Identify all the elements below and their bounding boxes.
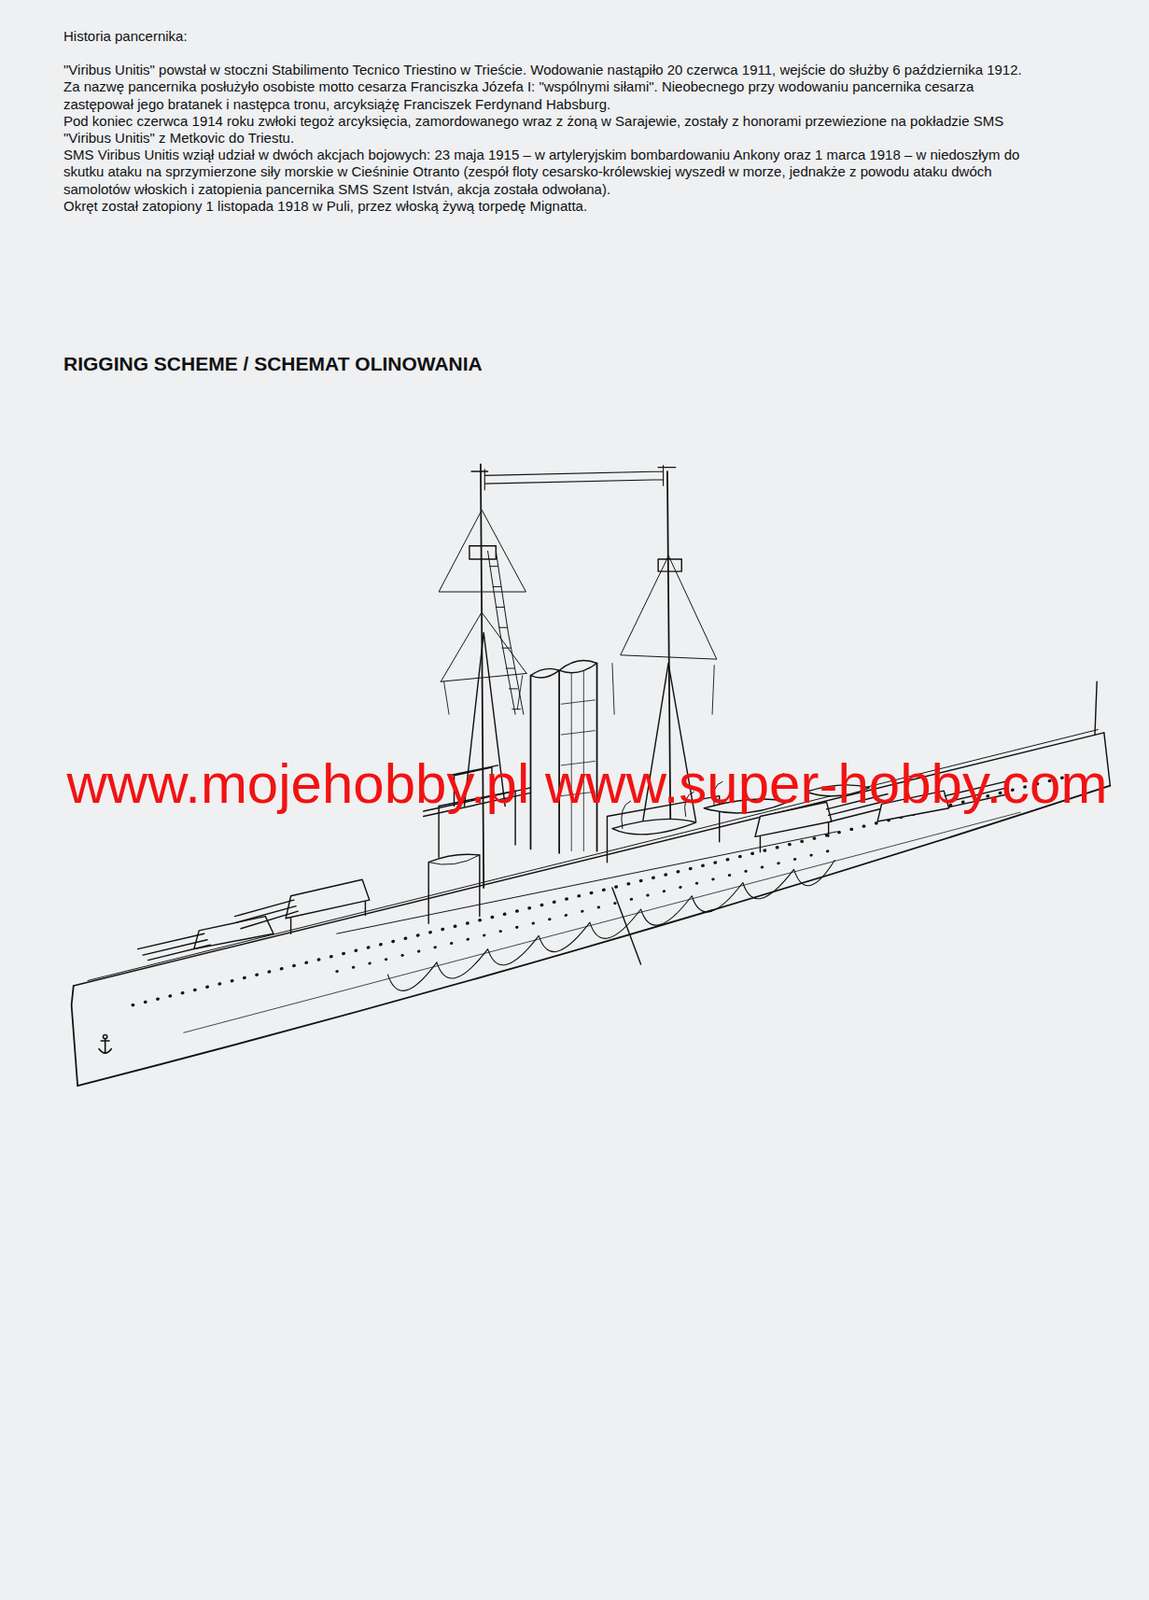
- signal-halyards: [444, 675, 523, 715]
- belt-line: [183, 812, 1021, 1033]
- anchor-symbol: [98, 1038, 112, 1053]
- history-paragraph: Okręt został zatopiony 1 listopada 1918 …: [63, 197, 1039, 215]
- flagstaff: [1094, 681, 1097, 735]
- waterline: [77, 785, 1110, 1086]
- signal-halyards: [612, 663, 715, 715]
- masthead-yard: [471, 467, 676, 472]
- spreader-stays: [438, 510, 526, 592]
- masthead-platform: [469, 546, 496, 560]
- portholes: [336, 848, 838, 971]
- diagram-title: RIGGING SCHEME / SCHEMAT OLINOWANIA: [63, 352, 483, 376]
- boat: [612, 818, 697, 835]
- torpedo-nets: [387, 859, 835, 991]
- gun-barrels: [234, 899, 298, 929]
- spreader-stays: [620, 556, 717, 659]
- history-paragraph: "Viribus Unitis" powstał w stoczni Stabi…: [63, 61, 1039, 79]
- history-paragraph: Pod koniec czerwca 1914 roku zwłoki tego…: [63, 112, 1039, 147]
- text-column: Historia pancernika: "Viribus Unitis" pow…: [63, 28, 1039, 215]
- turret: [194, 916, 274, 950]
- stem: [71, 985, 79, 1086]
- history-paragraph: SMS Viribus Unitis wziął udział w dwóch …: [63, 146, 1039, 198]
- wireless-aerial: [484, 464, 663, 490]
- anchor-symbol: [102, 1034, 107, 1038]
- foremast: [480, 463, 484, 888]
- gun-barrels: [138, 933, 211, 960]
- derrick-ladder: [488, 550, 524, 715]
- turret: [285, 879, 370, 919]
- conning-tower: [428, 854, 480, 865]
- history-paragraph: Za nazwę pancernika posłużyło osobiste m…: [63, 78, 1039, 113]
- yard: [440, 612, 527, 682]
- net-boom: [612, 887, 642, 965]
- watermark: www.mojehobby.pl www.super-hobby.com: [67, 753, 1108, 815]
- casemate-deck: [336, 831, 838, 934]
- funnel-caps: [530, 659, 597, 677]
- section-heading: Historia pancernika:: [63, 28, 1039, 45]
